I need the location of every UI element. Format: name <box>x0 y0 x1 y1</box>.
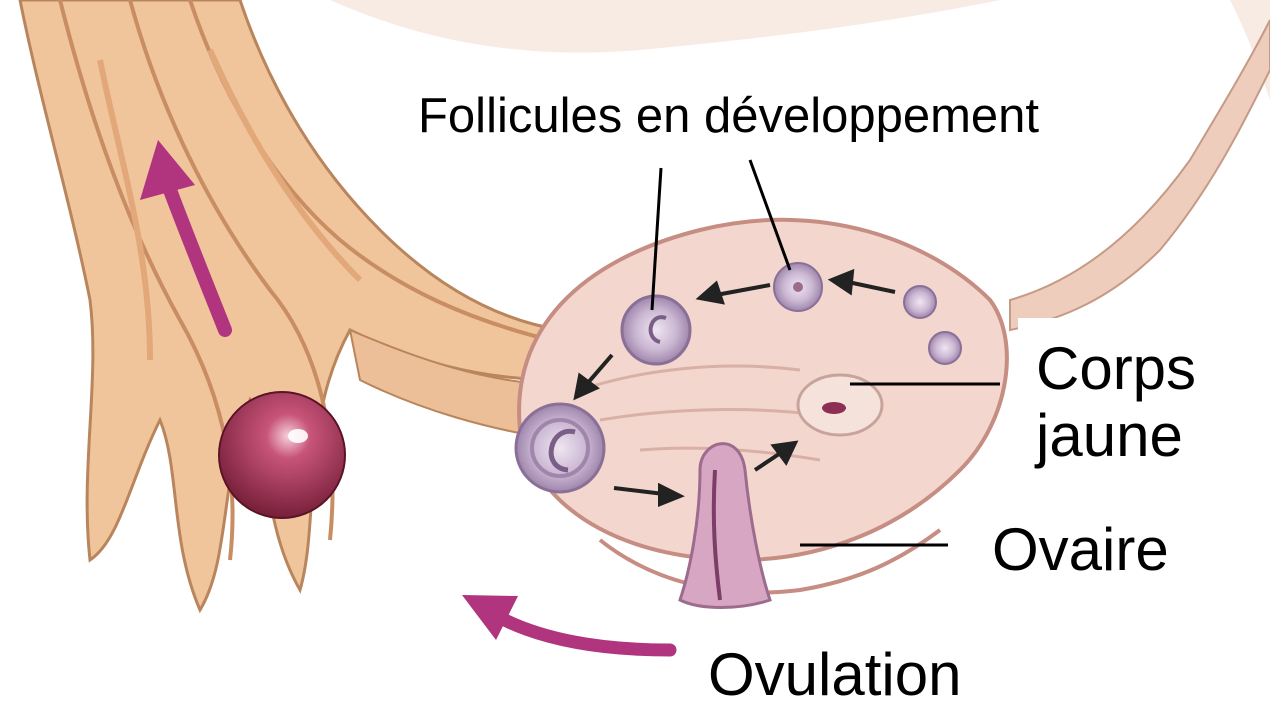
label-corps-jaune: Corps jaune <box>1036 335 1236 469</box>
ovary <box>519 220 1007 593</box>
broad-ligament-band <box>330 0 1270 100</box>
ovarian-ligament <box>1010 20 1270 330</box>
label-follicules: Follicules en développement <box>418 88 1039 144</box>
follicle-primary-1 <box>904 286 936 318</box>
ovum <box>219 392 345 518</box>
follicle-primary-2 <box>929 332 961 364</box>
follicle-mature <box>516 404 604 492</box>
ovulation-arrow <box>462 595 670 650</box>
label-ovulation: Ovulation <box>708 640 961 709</box>
follicle-tertiary <box>622 296 690 364</box>
follicle-secondary <box>774 263 822 311</box>
label-ovaire: Ovaire <box>992 515 1169 584</box>
